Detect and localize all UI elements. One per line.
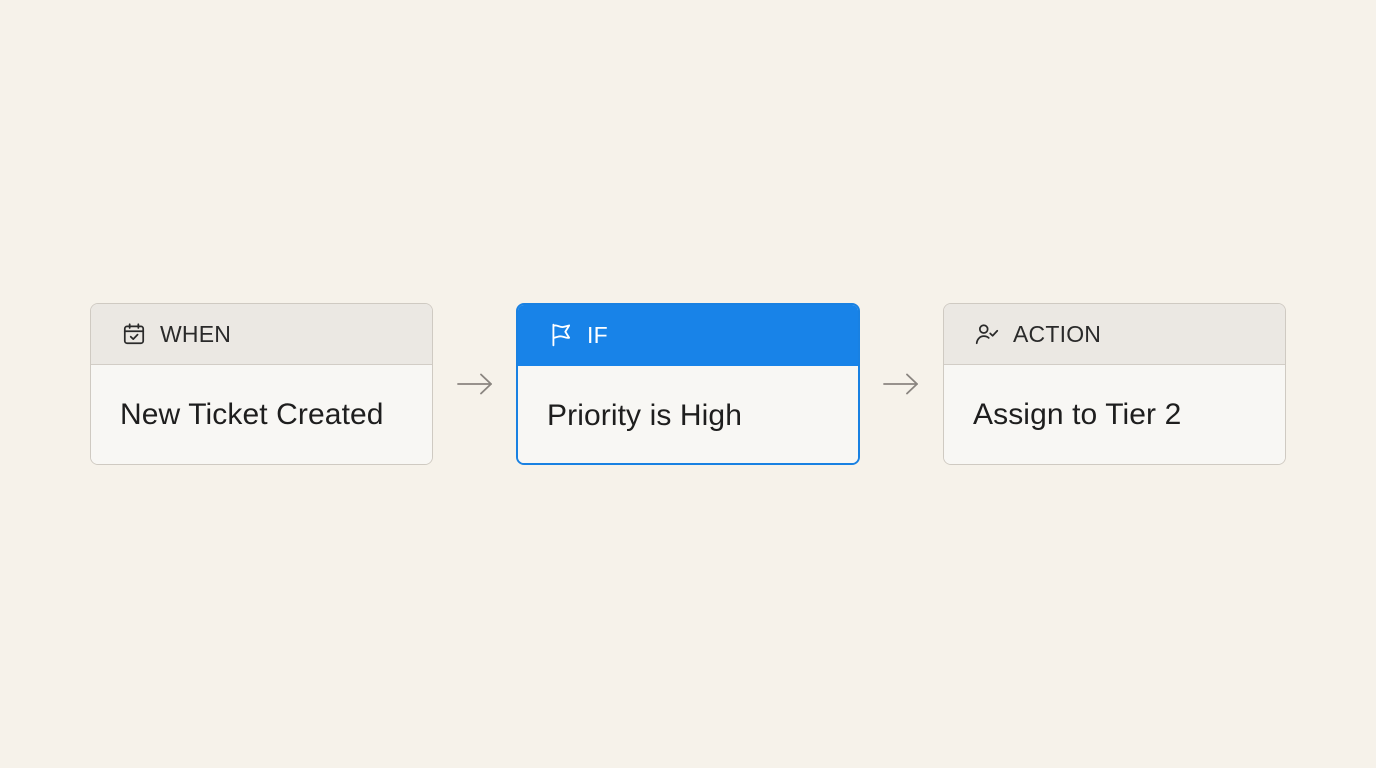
step-card-if[interactable]: IF Priority is High [516, 303, 860, 465]
user-check-icon [974, 321, 1000, 347]
step-header-action: ACTION [944, 304, 1285, 365]
step-card-action[interactable]: ACTION Assign to Tier 2 [943, 303, 1286, 465]
step-title: New Ticket Created [120, 398, 384, 431]
step-label: IF [587, 321, 608, 348]
step-label: ACTION [1013, 320, 1102, 347]
step-body-if: Priority is High [518, 366, 858, 463]
step-header-if: IF [518, 305, 858, 366]
step-label: WHEN [160, 320, 232, 347]
step-header-when: WHEN [91, 304, 432, 365]
calendar-check-icon [121, 321, 147, 347]
arrow-right-icon [456, 371, 494, 397]
step-title: Priority is High [547, 399, 742, 432]
step-card-when[interactable]: WHEN New Ticket Created [90, 303, 433, 465]
arrow-right-icon [882, 371, 920, 397]
flag-icon [548, 322, 574, 348]
step-title: Assign to Tier 2 [973, 398, 1182, 431]
step-body-when: New Ticket Created [91, 365, 432, 464]
step-body-action: Assign to Tier 2 [944, 365, 1285, 464]
workflow-flow: WHEN New Ticket Created IF Priority is H… [90, 303, 1286, 465]
